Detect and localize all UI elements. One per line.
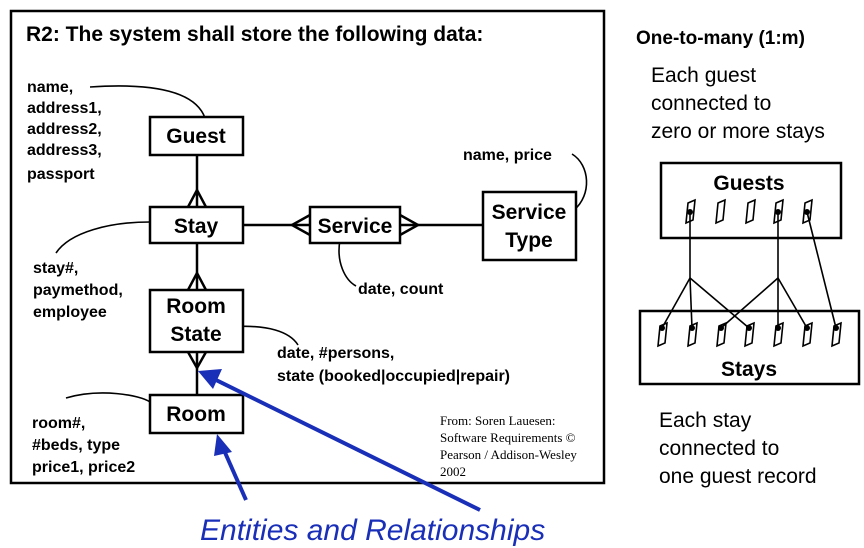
entity-service-type-label-1: Service (492, 201, 567, 224)
service-type-attr: name, price (463, 147, 552, 164)
citation-line-1: Software Requirements © (440, 430, 576, 445)
requirement-frame (9, 9, 606, 485)
entity-room-state-label-1: Room (166, 295, 226, 318)
guest-stay-connections (661, 211, 837, 329)
entity-room-label: Room (166, 403, 226, 426)
room-attr-2: price1, price2 (32, 459, 135, 476)
guest-records (685, 198, 813, 225)
room-state-attr-1: state (booked|occupied|repair) (277, 368, 510, 385)
entity-guest-box (148, 115, 245, 157)
guest-attr-3: address3, (27, 142, 102, 159)
guest-desc-0: Each guest (651, 64, 756, 87)
guests-box (659, 161, 843, 240)
entity-service-label: Service (318, 215, 393, 238)
guest-attr-0: name, (27, 79, 73, 96)
attribute-curves (55, 85, 588, 403)
guest-attr-1: address1, (27, 100, 102, 117)
stay-attr-0: stay#, (33, 260, 78, 277)
service-attr: date, count (358, 281, 444, 298)
guest-desc-2: zero or more stays (651, 120, 825, 143)
entity-stay-box (148, 205, 245, 245)
entity-room-box (148, 393, 245, 435)
entity-room-state-box (148, 288, 245, 354)
stay-attr-2: employee (33, 304, 107, 321)
caption-arrows (198, 369, 481, 512)
guests-box-label: Guests (713, 172, 784, 195)
stays-box-label: Stays (721, 358, 777, 381)
citation-line-0: From: Soren Lauesen: (440, 413, 556, 428)
entity-guest-label: Guest (166, 125, 226, 148)
entity-stay-label: Stay (174, 215, 219, 238)
relationship-lines (186, 155, 483, 395)
room-state-attr-0: date, #persons, (277, 345, 394, 362)
room-attr-0: room#, (32, 415, 85, 432)
citation-line-2: Pearson / Addison-Wesley (440, 447, 577, 462)
entity-service-type-label-2: Type (505, 229, 552, 252)
stay-desc-0: Each stay (659, 409, 752, 432)
one-to-many-title: One-to-many (1:m) (636, 28, 805, 49)
guest-attr-2: address2, (27, 121, 102, 138)
guest-attr-4: passport (27, 166, 95, 183)
entity-service-box (308, 205, 402, 245)
stay-desc-1: connected to (659, 437, 779, 460)
room-attr-1: #beds, type (32, 437, 120, 454)
guest-desc-1: connected to (651, 92, 771, 115)
entity-service-type-box (481, 190, 578, 262)
entity-room-state-label-2: State (170, 323, 221, 346)
stay-attr-1: paymethod, (33, 282, 123, 299)
stay-desc-2: one guest record (659, 465, 817, 488)
citation-line-3: 2002 (440, 464, 466, 479)
stays-box (638, 309, 861, 386)
caption-entities-relationships: Entities and Relationships (200, 514, 545, 547)
requirement-title: R2: The system shall store the following… (26, 23, 483, 46)
